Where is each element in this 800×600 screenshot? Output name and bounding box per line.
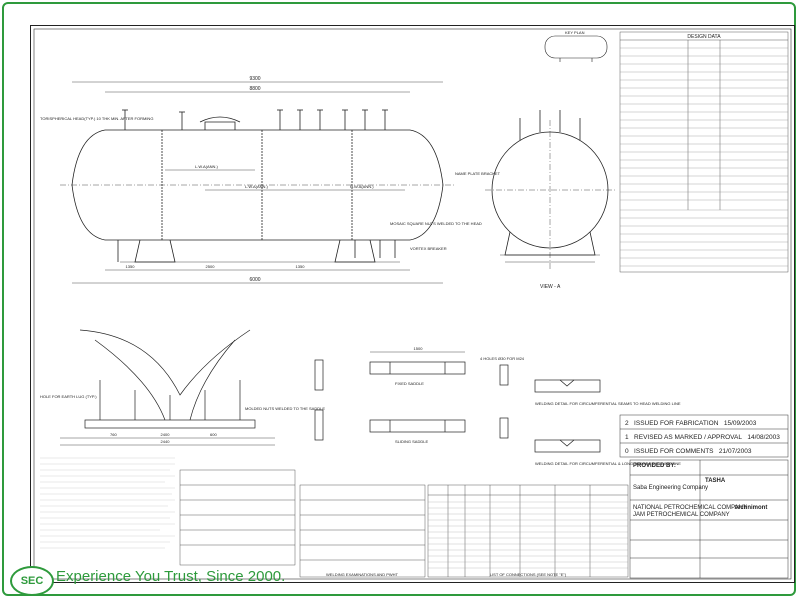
revision-description: REVISED AS MARKED / APPROVAL: [634, 434, 742, 441]
revision-number: 0: [625, 448, 629, 455]
level-label-1: L.W.A(ANN.): [195, 164, 219, 169]
vendor-tasha: TASHA: [705, 478, 726, 484]
client-name: NATIONAL PETROCHEMICAL COMPANY: [633, 505, 748, 511]
note-hole: HOLE FOR EARTH LUG (TYP.): [40, 394, 97, 399]
dim-overall: 9300: [249, 76, 260, 82]
design-data-title: DESIGN DATA: [687, 34, 721, 40]
note-holes-saddle: 4 HOLES Ø30 FOR M24: [480, 356, 525, 361]
weld-exam-table: [299, 484, 426, 578]
notes-table: [179, 469, 296, 566]
notes-block: [40, 457, 175, 549]
saddle-plans: [314, 351, 509, 441]
vessel-elevation: [60, 81, 455, 284]
dim-saddle-b: 600: [210, 432, 217, 437]
vendor-technimont: technimont: [735, 505, 768, 511]
note-nameplate: NAME PLATE BRACKET: [455, 171, 501, 176]
view-label: VIEW - A: [540, 284, 561, 290]
dim-right-end: 1350: [296, 264, 306, 269]
nozzle-table-title: LIST OF CONNECTIONS (SEE NOTE "E"): [490, 572, 567, 577]
nozzle-table: [427, 484, 629, 578]
title-block: [619, 414, 789, 579]
dim-inner: 8800: [249, 86, 260, 92]
weld-detail-2: WELDING DETAIL FOR CIRCUMFERENTIAL & LON…: [535, 461, 681, 466]
drawing-sheet: [30, 25, 795, 583]
vessel-elevation-labels: 9300 8800 6000 2500 1350 1350 L.W.A(ANN.…: [40, 76, 482, 283]
revision-row: 2 ISSUED FOR FABRICATION 15/09/2003: [625, 420, 756, 427]
revision-date: 14/08/2003: [747, 434, 780, 441]
revision-date: 21/07/2003: [718, 448, 752, 455]
tagline: Experience You Trust, Since 2000.: [56, 568, 286, 585]
note-molded: MOLDED NUTS WELDED TO THE SADDLE: [245, 406, 325, 411]
sec-logo: SEC: [10, 566, 54, 596]
sliding-saddle-label: SLIDING SADDLE: [395, 439, 428, 444]
dim-saddle-height: 1500: [414, 346, 424, 351]
fixed-saddle-label: FIXED SADDLE: [395, 381, 424, 386]
note-head: TORISPHERICAL HEAD(TYP.) 10 THK MIN. AFT…: [40, 116, 153, 121]
saddle-detail: [60, 329, 275, 446]
company-sec-name: Saba Engineering Company: [633, 485, 709, 491]
provided-by: PROVIDED BY:: [633, 463, 676, 469]
dim-saddle-c: 760: [110, 432, 117, 437]
dim-saddle-d: 2440: [161, 439, 171, 444]
weld-exam-title: WELDING EXAMINATIONS AND PWHT: [326, 572, 398, 577]
revision-row: 0 ISSUED FOR COMMENTS 21/07/2003: [625, 448, 751, 455]
note-vortex: VORTEX BREAKER: [410, 246, 447, 251]
key-plan-label: KEY PLAN: [565, 30, 585, 35]
vessel-end-view: [485, 110, 615, 270]
revision-row: 1 REVISED AS MARKED / APPROVAL 14/08/200…: [625, 434, 780, 441]
nozzle-rows: [428, 501, 628, 569]
client-sub: JAM PETROCHEMICAL COMPANY: [633, 512, 730, 518]
design-data-rows: [620, 47, 788, 267]
dim-saddle-span: 2500: [206, 264, 216, 269]
revision-description: ISSUED FOR COMMENTS: [634, 448, 714, 455]
weld-details: [534, 379, 601, 453]
dim-base: 6000: [249, 277, 260, 283]
dim-saddle-a: 2400: [161, 432, 171, 437]
revision-description: ISSUED FOR FABRICATION: [634, 420, 719, 427]
level-label-3: H.W.A(ANN.): [350, 184, 374, 189]
note-mosaic: MOSAIC SQUARE NUTS WELDED TO THE HEAD: [390, 221, 482, 226]
weld-detail-1: WELDING DETAIL FOR CIRCUMFERENTIAL SEAMS…: [535, 401, 681, 406]
dim-left-end: 1350: [126, 264, 136, 269]
revision-date: 15/09/2003: [723, 420, 757, 427]
key-plan: [544, 35, 608, 62]
revision-number: 2: [625, 420, 629, 427]
level-label-2: L.W.A(ANN.): [245, 184, 269, 189]
revision-number: 1: [625, 434, 629, 441]
